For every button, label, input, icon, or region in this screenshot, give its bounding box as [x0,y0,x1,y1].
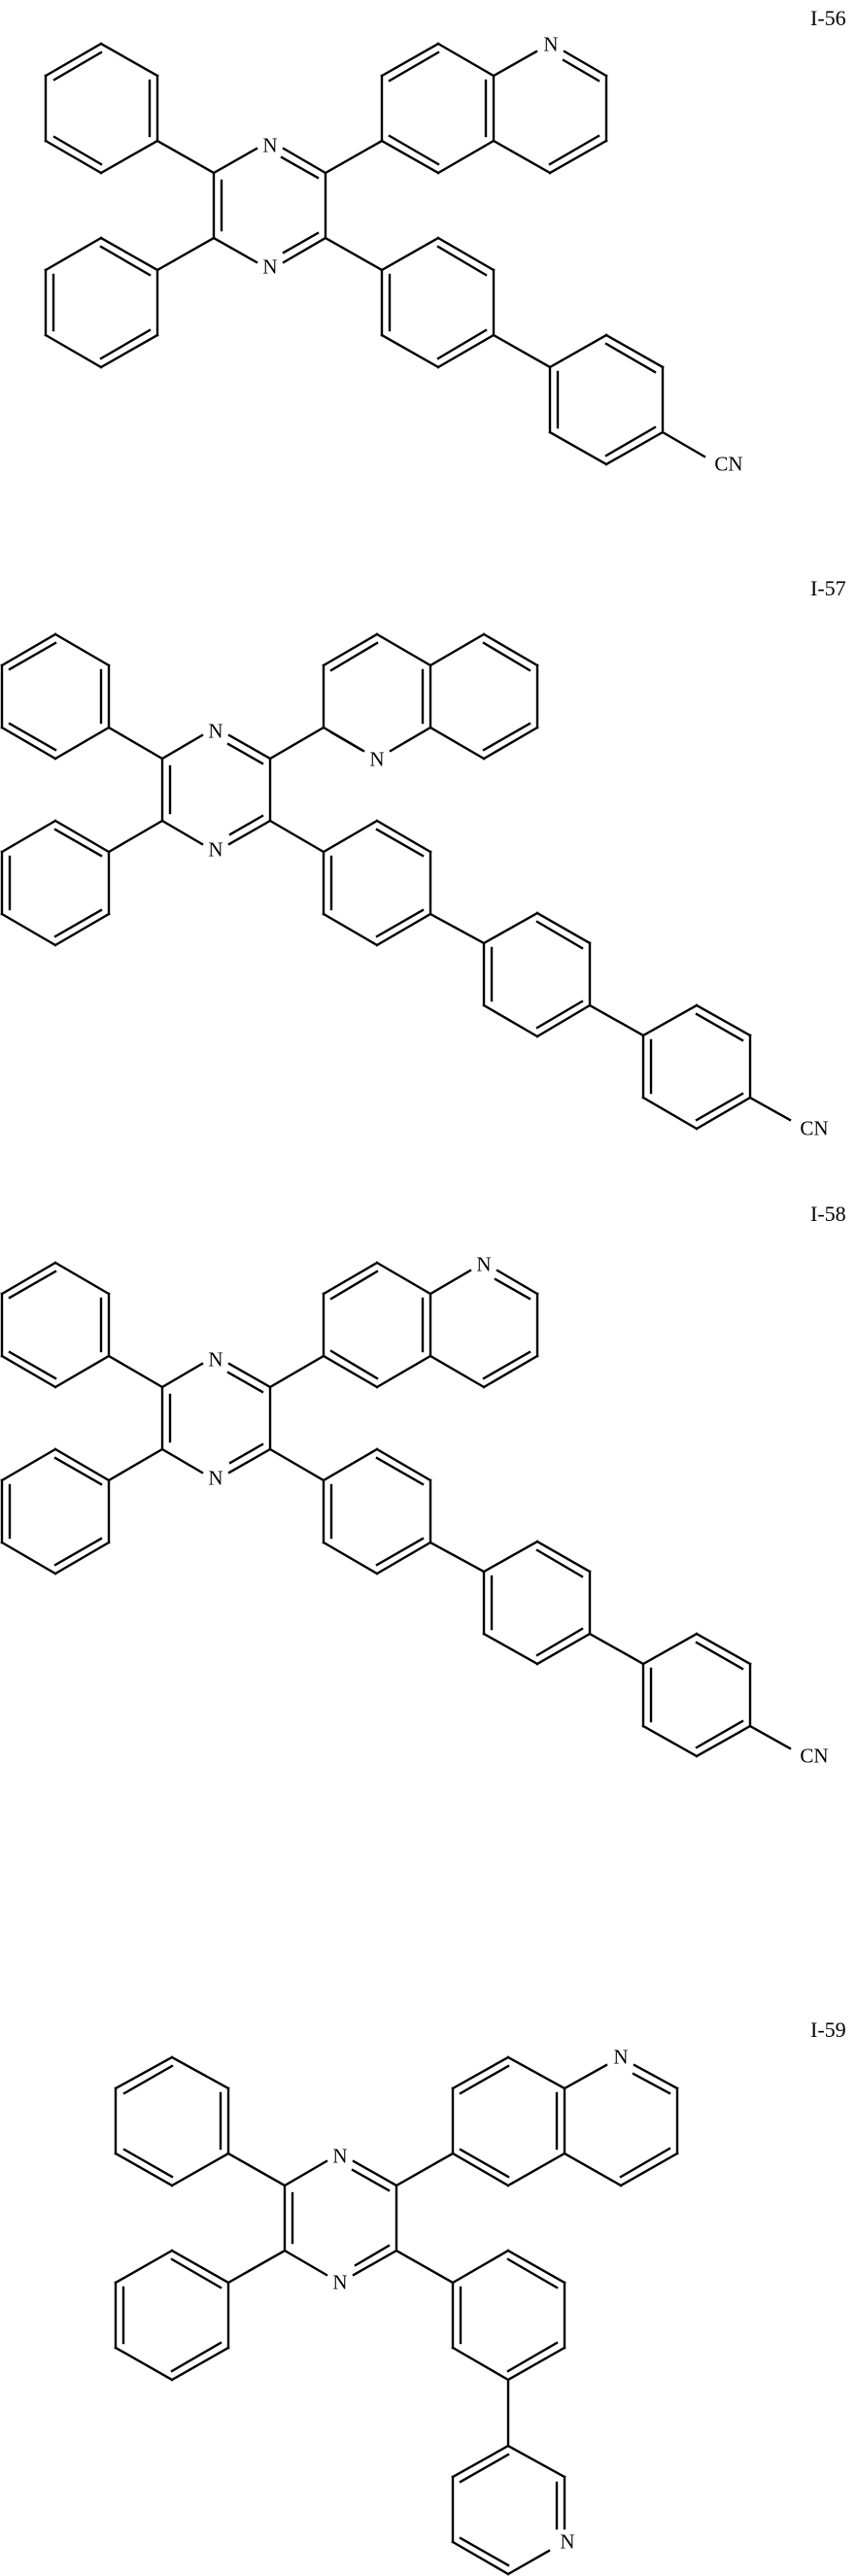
atom-cyano: CN [799,1116,830,1140]
quinoline-ring [322,1261,539,1389]
phenyl-ring-top [0,632,111,761]
atom-n-pyrazine-bottom: N [207,837,224,862]
phenylene-ring-meta [451,2249,566,2382]
atom-n-pyrazine-top: N [207,1347,224,1372]
phenylene-ring-a [322,1447,432,1576]
phenyl-ring-top [0,1261,111,1389]
phenylene-ring-b [482,1540,592,1666]
compound-id-label: I-57 [810,576,846,600]
structure-i-58 [0,1261,792,1758]
phenyl-ring-bottom [114,2249,230,2382]
pyrazine-ring [160,1362,272,1474]
phenyl-ring-top [114,2055,230,2187]
quinoline-ring [451,2055,679,2187]
atom-n-pyrazine-top: N [261,133,279,157]
compound-i-57: N N N CN I-57 [0,0,857,1166]
atom-n-pyrazine-bottom: N [207,1466,224,1490]
atom-n-pyridine: N [559,2529,576,2554]
atom-n-pyrazine-top: N [331,2144,349,2168]
phenylene-ring-a [380,236,496,369]
atom-n-pyrazine-bottom: N [331,2270,349,2294]
structure-i-57 [0,632,792,1131]
pyrazine-ring [212,147,327,264]
phenylene-ring-c [641,1632,752,1758]
pyridine-ring [451,2444,566,2576]
compound-id-label: I-58 [810,1202,846,1226]
phenyl-ring-bottom [0,1447,111,1576]
atom-n-quinoline: N [368,747,386,771]
compound-i-58: N N N CN I-58 [0,1202,846,1768]
quinoline-ring [322,632,539,761]
structure-i-56 [44,42,706,466]
atom-n-quinoline: N [542,32,560,56]
phenylene-ring-b [482,911,592,1038]
phenylene-ring-b [548,333,665,466]
compound-id-label: I-56 [810,6,846,30]
phenylene-ring-c [641,1003,752,1131]
atom-cyano: CN [713,452,744,476]
compound-id-label: I-59 [810,2017,846,2042]
phenyl-ring-bottom [0,819,111,947]
atom-n-quinoline: N [612,2045,630,2069]
atom-n-quinoline: N [475,1252,493,1276]
phenylene-ring-a [322,819,432,947]
atom-cyano: CN [799,1744,830,1768]
compound-i-56: N N N CN I-56 [0,0,857,544]
atom-n-pyrazine-bottom: N [261,254,279,279]
phenyl-ring-top [44,42,159,175]
pyrazine-ring [283,2159,398,2277]
phenyl-ring-bottom [44,236,159,369]
atom-n-pyrazine-top: N [207,719,224,743]
quinoline-ring [380,42,608,175]
pyrazine-ring [160,733,272,846]
